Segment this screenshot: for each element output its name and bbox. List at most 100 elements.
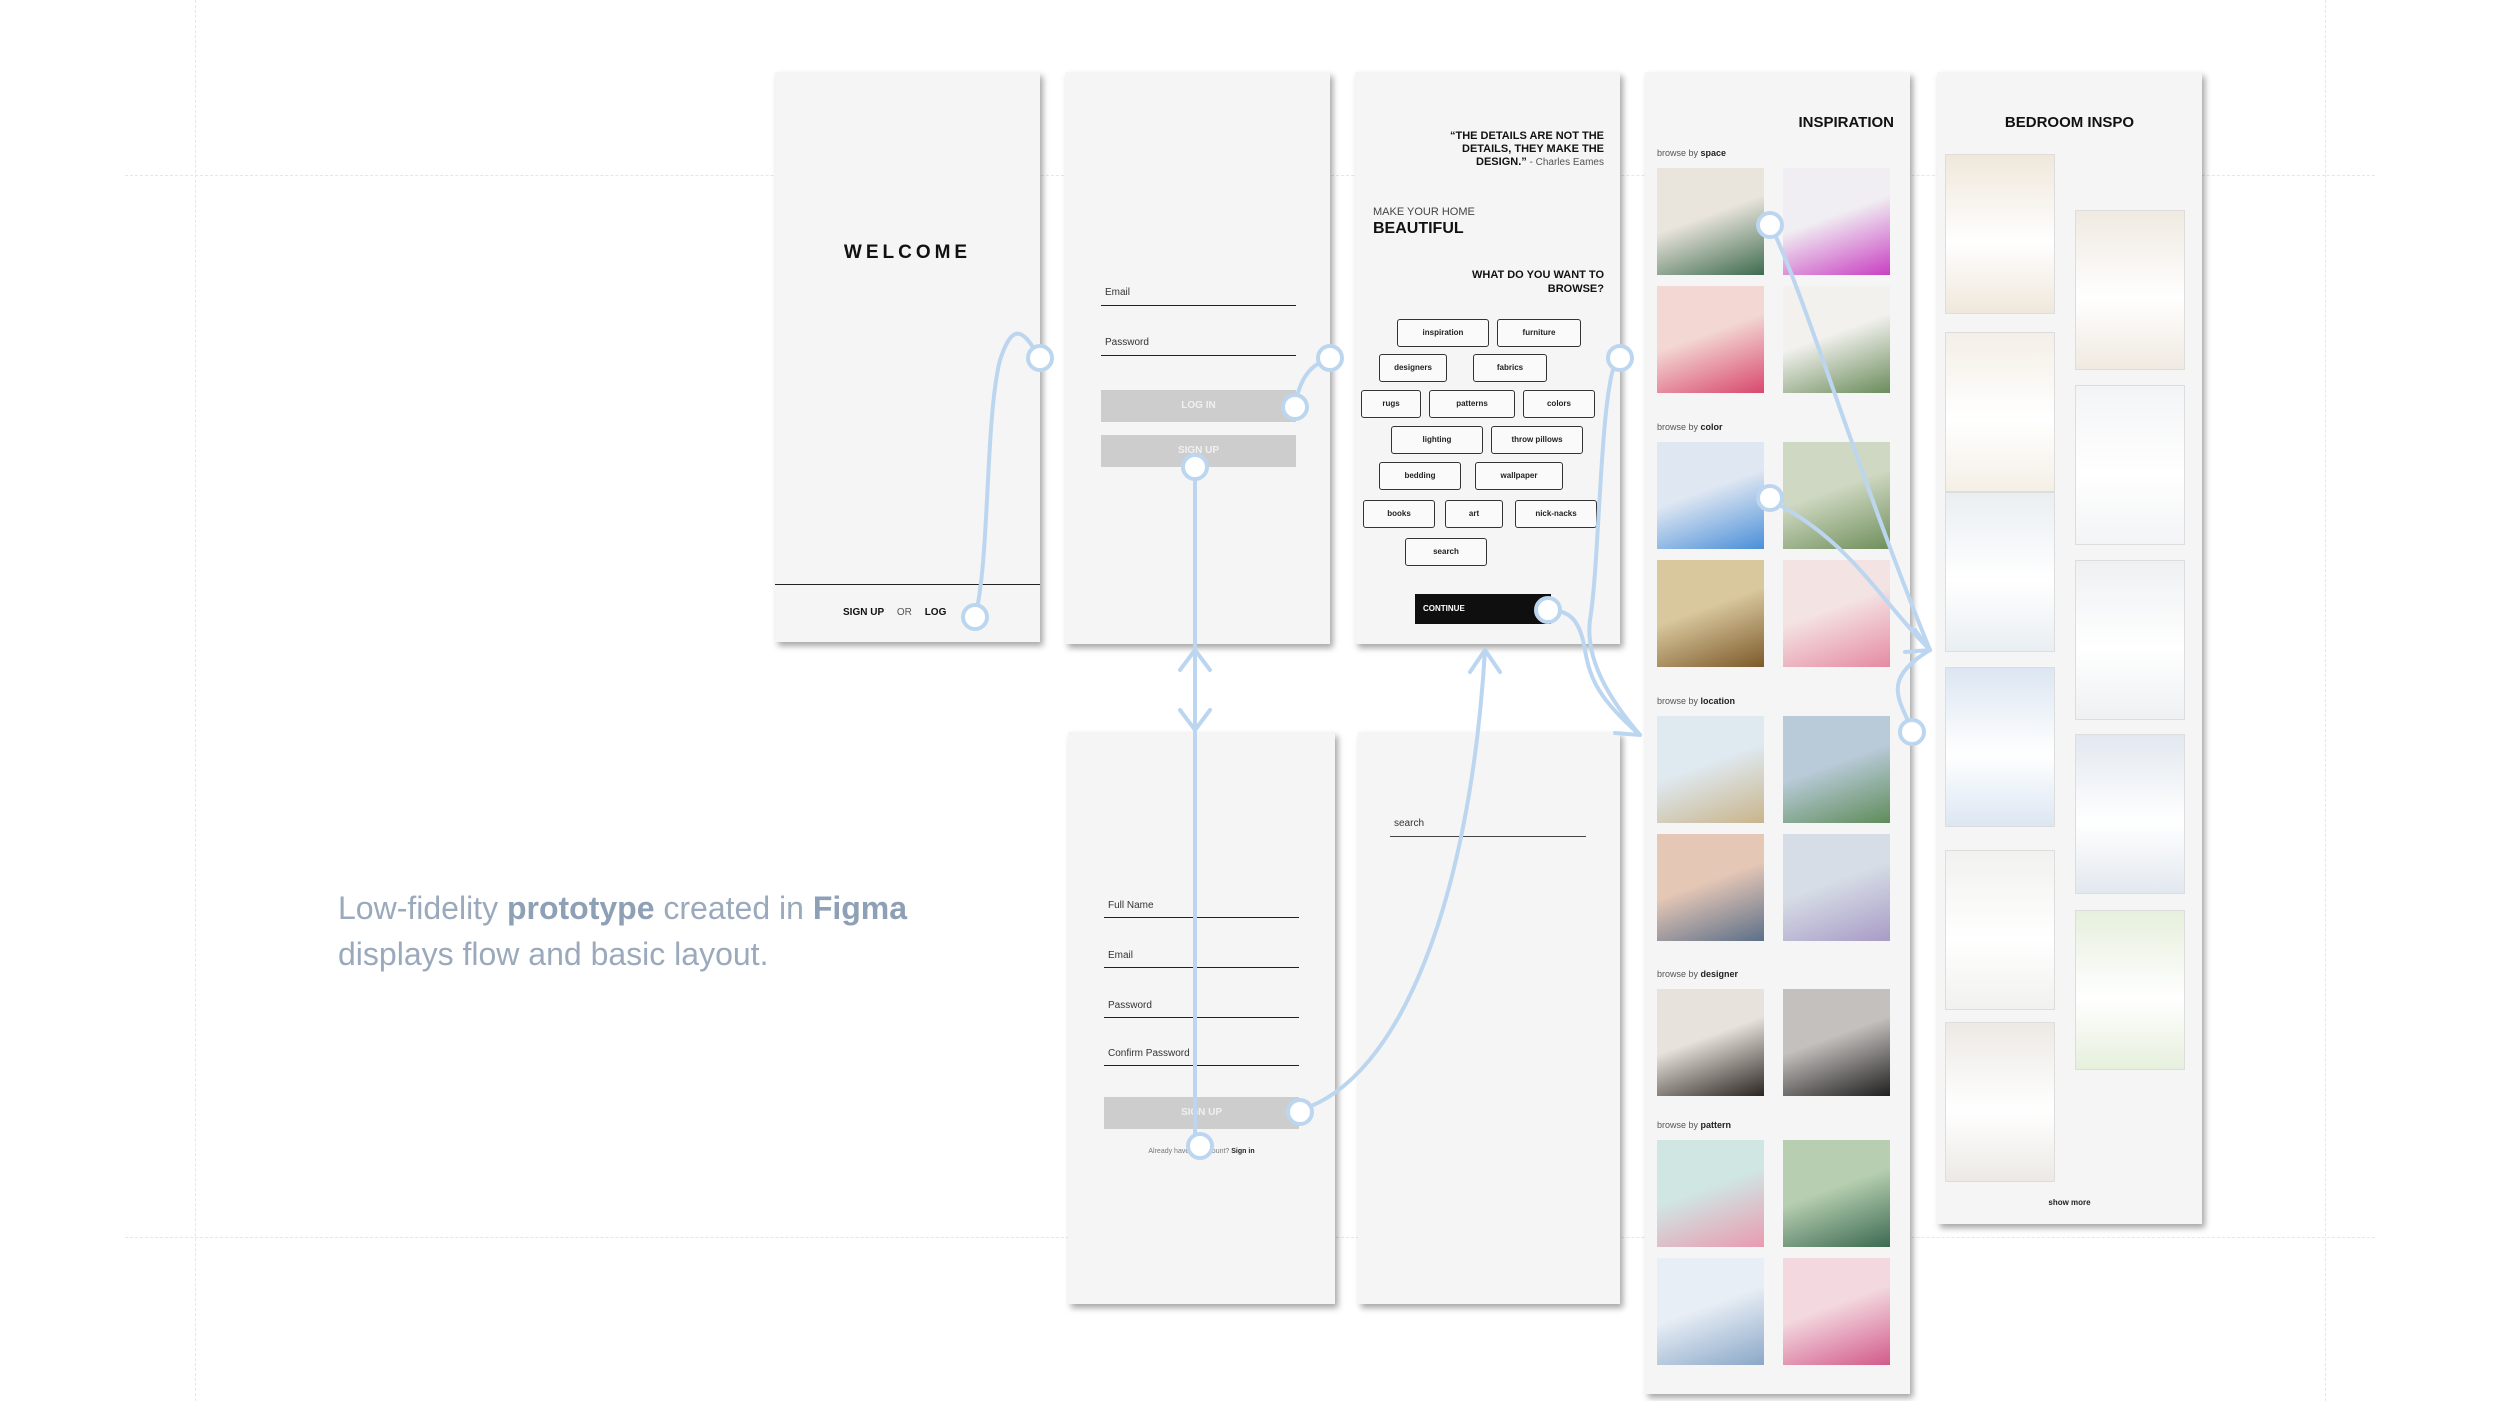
browse-chip-inspiration[interactable]: inspiration <box>1397 319 1489 347</box>
browse-chip-art[interactable]: art <box>1445 500 1503 528</box>
pattern-thumbnail[interactable] <box>1657 1140 1764 1247</box>
designer-thumbnail[interactable] <box>1783 989 1890 1096</box>
guide-line <box>195 0 196 1401</box>
designer-thumbnail[interactable] <box>1657 989 1764 1096</box>
login-button[interactable]: LOG IN <box>1101 390 1296 422</box>
bedroom-thumbnail[interactable] <box>2075 734 2185 894</box>
password-field[interactable] <box>1104 1017 1299 1018</box>
location-thumbnail[interactable] <box>1783 716 1890 823</box>
bedroom-thumbnail[interactable] <box>2075 560 2185 720</box>
email-label: Email <box>1105 287 1131 298</box>
signup-link[interactable]: SIGN UP <box>843 607 885 618</box>
browse-by-designer: designer <box>1700 969 1739 979</box>
password-label: Password <box>1108 1000 1152 1011</box>
caption-text: created in <box>654 890 813 926</box>
color-thumbnail[interactable] <box>1657 442 1764 549</box>
already-account: Already have an account? Sign in <box>1068 1148 1335 1155</box>
browse-chip-patterns[interactable]: patterns <box>1429 390 1515 418</box>
color-thumbnail[interactable] <box>1783 560 1890 667</box>
browse-by-text: browse by <box>1657 969 1701 979</box>
make-home-text: MAKE YOUR HOME <box>1373 206 1475 218</box>
inspiration-title: INSPIRATION <box>1798 114 1894 131</box>
search-input[interactable] <box>1390 836 1586 837</box>
quote: “THE DETAILS ARE NOT THE DETAILS, THEY M… <box>1414 130 1604 169</box>
bedroom-thumbnail[interactable] <box>1945 1022 2055 1182</box>
bedroom-title: BEDROOM INSPO <box>2004 114 2135 131</box>
email-label: Email <box>1108 950 1134 961</box>
bedroom-thumbnail[interactable] <box>1945 492 2055 652</box>
confirm-password-label: Confirm Password <box>1108 1048 1190 1059</box>
bedroom-thumbnail[interactable] <box>1945 154 2055 314</box>
welcome-title: WELCOME <box>843 242 972 263</box>
flow-arrowhead <box>1178 648 1212 672</box>
password-label: Password <box>1105 337 1149 348</box>
email-field[interactable] <box>1104 967 1299 968</box>
caption-bold-figma: Figma <box>812 890 908 926</box>
color-thumbnail[interactable] <box>1783 442 1890 549</box>
browse-chip-nick-nacks[interactable]: nick-nacks <box>1515 500 1597 528</box>
caption-text: Low-fidelity <box>338 890 507 926</box>
browse-by-text: browse by <box>1657 696 1701 706</box>
space-thumbnail[interactable] <box>1657 286 1764 393</box>
bedroom-thumbnail[interactable] <box>1945 667 2055 827</box>
quote-text: “THE DETAILS ARE NOT THE DETAILS, THEY M… <box>1450 130 1604 168</box>
pattern-thumbnail[interactable] <box>1657 1258 1764 1365</box>
browse-chip-books[interactable]: books <box>1363 500 1435 528</box>
browse-chip-bedding[interactable]: bedding <box>1379 462 1461 490</box>
pattern-thumbnail[interactable] <box>1783 1140 1890 1247</box>
browse-by-space-label: browse by space <box>1657 148 1726 158</box>
browse-by-pattern: pattern <box>1700 1120 1732 1130</box>
login-link[interactable]: LOG <box>924 607 947 618</box>
browse-chip-lighting[interactable]: lighting <box>1391 426 1483 454</box>
bedroom-thumbnail[interactable] <box>1945 332 2055 492</box>
browse-chip-fabrics[interactable]: fabrics <box>1473 354 1547 382</box>
browse-by-location: location <box>1700 696 1736 706</box>
bedroom-thumbnail[interactable] <box>2075 910 2185 1070</box>
fullname-field[interactable] <box>1104 917 1299 918</box>
continue-button[interactable]: CONTINUE <box>1415 594 1551 624</box>
password-field[interactable] <box>1101 355 1296 356</box>
browse-by-designer-label: browse by designer <box>1657 969 1738 979</box>
signin-link[interactable]: Sign in <box>1231 1148 1255 1155</box>
or-text: OR <box>896 607 912 618</box>
location-thumbnail[interactable] <box>1657 834 1764 941</box>
pattern-thumbnail[interactable] <box>1783 1258 1890 1365</box>
caption: Low-fidelity prototype created in Figma … <box>338 885 958 977</box>
location-thumbnail[interactable] <box>1783 834 1890 941</box>
search-placeholder: search <box>1394 818 1425 829</box>
bedroom-thumbnail[interactable] <box>2075 385 2185 545</box>
browse-by-pattern-label: browse by pattern <box>1657 1120 1731 1130</box>
welcome-screen: WELCOME SIGN UP OR LOG <box>775 72 1040 642</box>
signup-button[interactable]: SIGN UP <box>1101 435 1296 467</box>
bedroom-thumbnail[interactable] <box>1945 850 2055 1010</box>
color-thumbnail[interactable] <box>1657 560 1764 667</box>
space-thumbnail[interactable] <box>1783 168 1890 275</box>
browse-question: WHAT DO YOU WANT TO BROWSE? <box>1472 269 1604 295</box>
browse-chip-wallpaper[interactable]: wallpaper <box>1475 462 1563 490</box>
inspiration-screen: INSPIRATION browse by space browse by col… <box>1645 72 1910 1394</box>
fullname-label: Full Name <box>1108 900 1154 911</box>
browse-by-location-label: browse by location <box>1657 696 1735 706</box>
show-more-link[interactable]: show more <box>2048 1198 2091 1207</box>
browse-by-color-label: browse by color <box>1657 422 1723 432</box>
signup-screen: Full Name Email Password Confirm Passwor… <box>1068 732 1335 1304</box>
browse-chip-throw-pillows[interactable]: throw pillows <box>1491 426 1583 454</box>
browse-chip-rugs[interactable]: rugs <box>1361 390 1421 418</box>
browse-screen: “THE DETAILS ARE NOT THE DETAILS, THEY M… <box>1355 72 1620 644</box>
browse-by-text: browse by <box>1657 422 1701 432</box>
caption-bold-prototype: prototype <box>506 890 655 926</box>
confirm-password-field[interactable] <box>1104 1065 1299 1066</box>
browse-chip-furniture[interactable]: furniture <box>1497 319 1581 347</box>
browse-by-text: browse by <box>1657 148 1701 158</box>
browse-chip-colors[interactable]: colors <box>1523 390 1595 418</box>
browse-chip-designers[interactable]: designers <box>1379 354 1447 382</box>
space-thumbnail[interactable] <box>1657 168 1764 275</box>
signup-button[interactable]: SIGN UP <box>1104 1097 1299 1129</box>
browse-chip-search[interactable]: search <box>1405 538 1487 566</box>
email-field[interactable] <box>1101 305 1296 306</box>
divider <box>775 584 1040 585</box>
space-thumbnail[interactable] <box>1783 286 1890 393</box>
bedroom-thumbnail[interactable] <box>2075 210 2185 370</box>
caption-line-2: displays flow and basic layout. <box>338 936 769 972</box>
location-thumbnail[interactable] <box>1657 716 1764 823</box>
